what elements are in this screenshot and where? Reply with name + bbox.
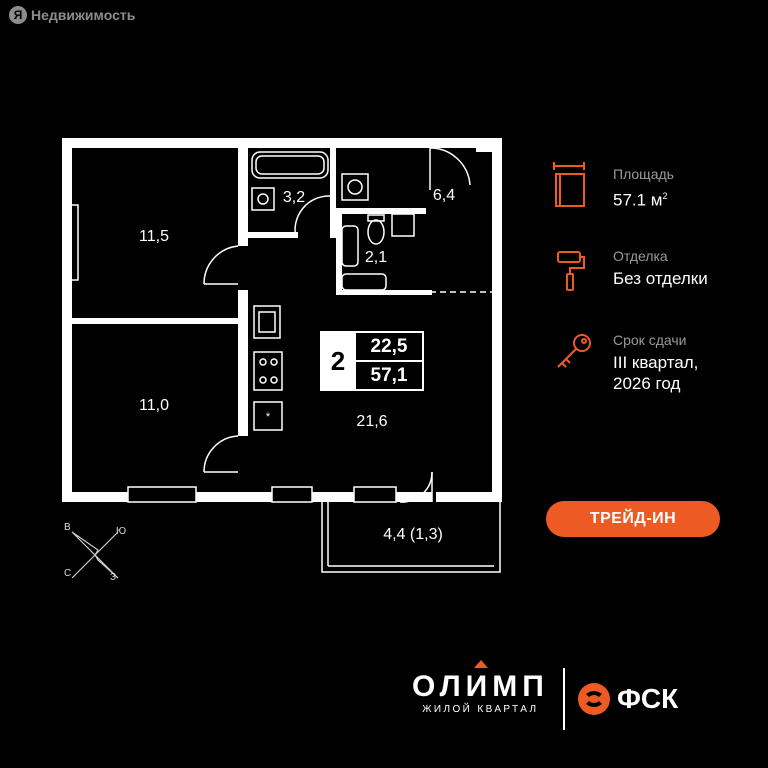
bathroom-sink-icon — [251, 187, 275, 211]
deadline-label: Срок сдачи — [613, 332, 687, 348]
olimp-logo: ОЛИМП ЖИЛОЙ КВАРТАЛ — [412, 660, 549, 715]
room-bathroom-area: 3,2 — [282, 189, 306, 206]
bench-icon — [341, 273, 387, 291]
bathtub-icon — [251, 151, 329, 179]
toilet-sink-icon — [391, 213, 415, 237]
room-balcony-area: 4,4 (1,3) — [383, 526, 443, 543]
washing-machine-icon — [341, 173, 369, 201]
deadline-info: Срок сдачи III квартал, 2026 год — [613, 332, 698, 394]
paint-roller-icon — [557, 251, 585, 291]
room-toilet-area: 2,1 — [364, 249, 388, 266]
fixtures — [251, 151, 415, 431]
balcony-outline — [321, 502, 501, 573]
yandex-realty-watermark: Я Недвижимость — [9, 6, 135, 24]
area-info: Площадь 57.1 м2 — [613, 166, 674, 211]
room-bedroom-2-area: 11,0 — [139, 397, 169, 414]
fridge-icon — [253, 401, 283, 431]
compass-icon: В Ю З С — [64, 522, 127, 583]
area-label: Площадь — [613, 166, 674, 182]
finish-value: Без отделки — [613, 269, 708, 288]
finish-label: Отделка — [613, 248, 668, 264]
brand-divider — [563, 668, 565, 730]
deadline-value: III квартал, 2026 год — [613, 353, 699, 393]
trade-in-button[interactable]: ТРЕЙД-ИН — [546, 501, 720, 537]
toilet-icon — [367, 219, 385, 245]
windows — [63, 204, 397, 503]
stove-icon — [253, 351, 283, 391]
room-living-kitchen-area: 21,6 — [356, 413, 388, 430]
doors — [203, 147, 471, 503]
fsk-logo: ФСК — [577, 682, 678, 716]
total-area: 57,1 — [370, 364, 408, 386]
room-hallway-area: 6,4 — [432, 187, 456, 204]
outer-walls — [62, 138, 502, 502]
rooms-count: 2 — [320, 331, 356, 391]
room-bedroom-1-area: 11,5 — [139, 228, 169, 245]
yandex-logo-icon: Я — [9, 6, 27, 24]
roof-icon — [474, 660, 488, 668]
area-value: 57.1 м2 — [613, 190, 668, 210]
svg-text:*: * — [266, 411, 271, 423]
key-icon — [557, 334, 591, 368]
area-icon — [553, 162, 585, 207]
apartment-badge: 2 22,5 57,1 — [320, 331, 424, 391]
finish-info: Отделка Без отделки — [613, 248, 708, 289]
inner-walls — [72, 148, 492, 436]
watermark-text: Недвижимость — [31, 7, 136, 23]
living-area: 22,5 — [356, 333, 422, 362]
kitchen-sink-icon — [253, 305, 281, 339]
fsk-emblem-icon — [578, 683, 610, 715]
shower-icon — [341, 225, 359, 267]
badge-areas: 22,5 57,1 — [356, 331, 424, 391]
